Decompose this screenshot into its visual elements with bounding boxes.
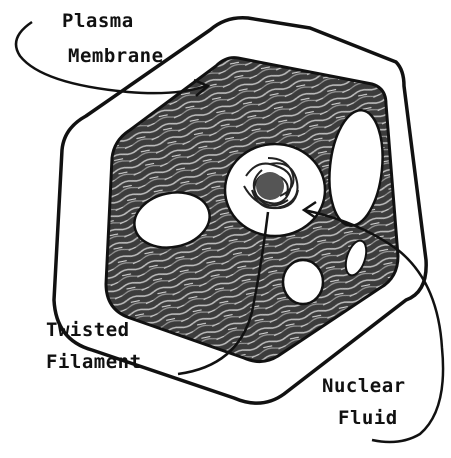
label-plasma: Plasma [62,10,134,32]
label-fluid: Fluid [338,407,398,429]
label-twisted: Twisted [46,319,130,341]
label-nuclear: Nuclear [322,375,406,397]
vacuole-bottom [283,260,323,304]
label-filament: Filament [46,351,142,373]
label-membrane: Membrane [68,45,164,67]
